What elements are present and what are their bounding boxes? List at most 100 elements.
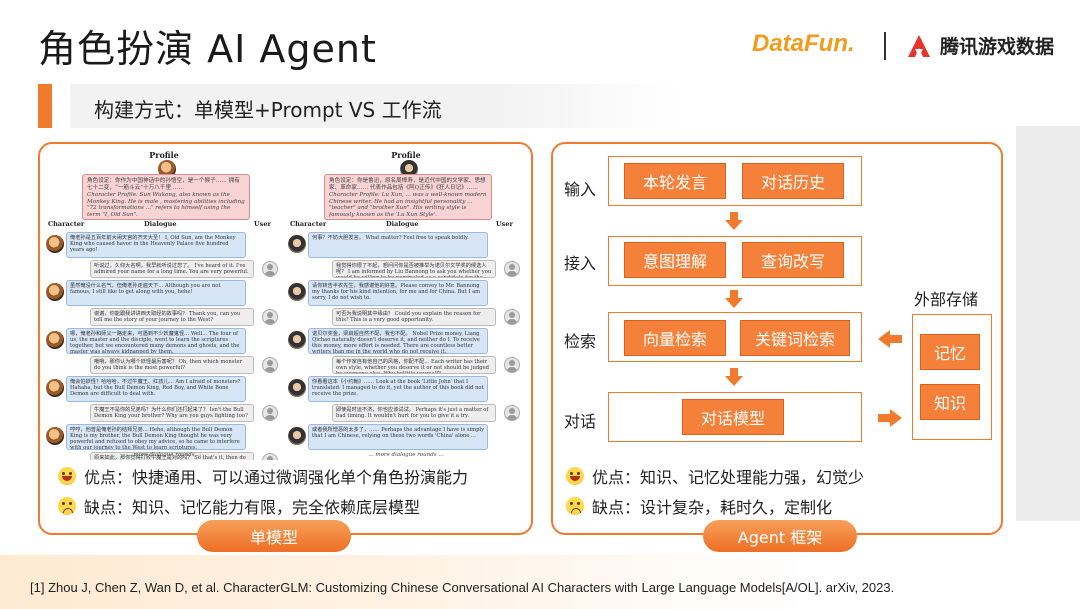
tencent-games-logo: 腾讯游戏数据 xyxy=(906,32,1054,59)
dialogue-row-character: 俺会怕妖怪？哈哈哈，不过牛魔王、红孩儿… Am I afraid of mons… xyxy=(44,376,284,402)
stage-label-input: 输入 xyxy=(564,180,597,199)
box-memory: 记忆 xyxy=(920,334,980,370)
dialogue-row-character: 你看看这本《小约翰》…… Look at the book 'Little Jo… xyxy=(286,376,526,402)
profile-en: Character Profile: Sun Wukong, also know… xyxy=(87,192,245,218)
more-dialogue: ... more dialogue rounds ... xyxy=(126,452,202,458)
user-header: User xyxy=(496,220,513,228)
agent-cons: 缺点：设计复杂，耗时久，定制化 xyxy=(566,494,832,518)
tencent-mark-icon xyxy=(908,34,930,57)
dialogue-row-user: 即使是时运不济，你也应该试试。 Perhaps it's just a matt… xyxy=(286,404,526,422)
box-query-rewrite: 查询改写 xyxy=(742,242,844,278)
cons-text: 缺点：知识、记忆能力有限，完全依赖底层模型 xyxy=(84,498,421,517)
character-bubble: 诺贝尔奖金，梁启超自然不配，我也不配。 Nobel Prize money, L… xyxy=(308,328,488,354)
box-current-utterance: 本轮发言 xyxy=(624,163,726,199)
box-keyword-retrieval: 关键词检索 xyxy=(740,320,850,356)
smile-emoji-icon xyxy=(566,467,584,485)
logo-divider xyxy=(884,32,886,60)
character-bubble: 嗯，俺老孙和师父一路走来，可遇到不少妖魔鬼怪… Well... The four… xyxy=(66,328,246,354)
stage-label-dialogue: 对话 xyxy=(564,412,597,431)
character-bubble: 你看看这本《小约翰》…… Look at the book 'Little Jo… xyxy=(308,376,488,402)
frown-emoji-icon xyxy=(58,497,76,515)
character-avatar xyxy=(46,235,64,253)
slide-title: 角色扮演 AI Agent xyxy=(38,27,377,71)
single-model-pros: 优点：快捷通用、可以通过微调强化单个角色扮演能力 xyxy=(58,464,468,488)
smile-emoji-icon xyxy=(58,467,76,485)
down-arrow-icon xyxy=(725,212,743,230)
character-avatar xyxy=(288,427,306,445)
box-intent-understanding: 意图理解 xyxy=(624,242,726,278)
pros-text: 优点：快捷通用、可以通过微调强化单个角色扮演能力 xyxy=(84,468,469,487)
cons-text: 缺点：设计复杂，耗时久，定制化 xyxy=(592,498,833,517)
pros-text: 优点：知识、记忆处理能力强，幻觉少 xyxy=(592,468,865,487)
profile-avatar xyxy=(158,160,176,178)
user-avatar-icon xyxy=(504,309,520,325)
box-vector-retrieval: 向量检索 xyxy=(624,320,726,356)
profile-cn: 角色设定：你作为中国神话中的孙悟空，是一个猴子…… 拥有七十二变，“一筋斗云”十… xyxy=(87,178,240,191)
user-bubble: 谢谢，你能跟我讲讲西天取经的故事吗？ Thank you, can you te… xyxy=(90,308,254,326)
character-bubble: 请你转告半农先生，我感谢他的好意。Please convey to Mr. Ba… xyxy=(308,280,488,306)
user-bubble: 即使是时运不济，你也应该试试。 Perhaps it's just a matt… xyxy=(332,404,496,422)
character-avatar xyxy=(288,283,306,301)
character-bubble: 俺老孙是五百年前大闹天宫的齐天大圣！ I, Old Sun, am the Mo… xyxy=(66,232,246,258)
user-avatar-icon xyxy=(262,405,278,421)
dialogue-header: Dialogue xyxy=(144,220,177,228)
charactergLM-figure: Profile 角色设定：你作为中国神话中的孙悟空，是一个猴子…… 拥有七十二变… xyxy=(44,148,526,460)
character-avatar xyxy=(46,379,64,397)
single-model-label: 单模型 xyxy=(197,520,351,552)
dialogue-header: Dialogue xyxy=(386,220,419,228)
dialogue-row-character: 哼哼，他曾是俺老孙的结拜兄弟… Hehe, although the Bull … xyxy=(44,424,284,450)
user-avatar-icon xyxy=(504,261,520,277)
external-storage-title: 外部存储 xyxy=(914,290,979,309)
character-header: Character xyxy=(290,220,327,228)
agent-pros: 优点：知识、记忆处理能力强，幻觉少 xyxy=(566,464,864,488)
single-model-cons: 缺点：知识、记忆能力有限，完全依赖底层模型 xyxy=(58,494,420,518)
character-bubble: 哼哼，他曾是俺老孙的结拜兄弟… Hehe, although the Bull … xyxy=(66,424,246,450)
datafun-logo: DataFun. xyxy=(752,30,855,57)
figure-headers: Character Dialogue User xyxy=(286,220,526,230)
stage-label-access: 接入 xyxy=(564,254,597,273)
slide-subtitle: 构建方式：单模型+Prompt VS 工作流 xyxy=(94,98,442,122)
subtitle-band xyxy=(70,84,680,128)
dialogue-row-user: 听说过，久仰大名啊，我早就听说过您了。 I've heard of it. I'… xyxy=(44,260,284,278)
character-bubble: 虽然俺没什么名气，但俺老孙走遍天下… Although you are not … xyxy=(66,280,246,306)
user-bubble: 可否为我说明其中缘由？ Could you explain the reason… xyxy=(332,308,496,326)
dialogue-row-character: 嗯，俺老孙和师父一路走来，可遇到不少妖魔鬼怪… Well... The four… xyxy=(44,328,284,354)
profile-box: 角色设定：你是鲁迅，原名周樟寿，是近代中国的文学家、思想家、革命家…… 代表作品… xyxy=(324,174,492,220)
profile-avatar xyxy=(400,160,418,178)
character-avatar xyxy=(46,283,64,301)
user-bubble: 我觉得你很了不起，想问问你是否被推举为诺贝尔文学奖的候选人呢？ I am inf… xyxy=(332,260,496,278)
user-avatar-icon xyxy=(262,357,278,373)
side-strip xyxy=(1016,126,1080,521)
character-avatar xyxy=(288,235,306,253)
box-knowledge: 知识 xyxy=(920,384,980,420)
user-avatar-icon xyxy=(504,357,520,373)
user-avatar-icon xyxy=(262,309,278,325)
figure-headers: Character Dialogue User xyxy=(44,220,284,230)
dialogue-row-user: 谢谢，你能跟我讲讲西天取经的故事吗？ Thank you, can you te… xyxy=(44,308,284,326)
box-dialogue-model: 对话模型 xyxy=(682,399,784,435)
profile-cn: 角色设定：你是鲁迅，原名周樟寿，是近代中国的文学家、思想家、革命家…… 代表作品… xyxy=(329,178,486,191)
dialogue-row-user: 哦哦，那你认为哪个妖怪最厉害呢？ Oh, then which monster … xyxy=(44,356,284,374)
user-bubble: 听说过，久仰大名啊，我早就听说过您了。 I've heard of it. I'… xyxy=(90,260,254,278)
character-bubble: 或者我所憎恶的太多了，…… Perhaps the advantage I ha… xyxy=(308,424,488,450)
dialogue-row-user: 牛魔王不是你的兄弟吗？为什么你们还打起来了？ Isn't the Bull De… xyxy=(44,404,284,422)
character-avatar xyxy=(288,331,306,349)
profile-box: 角色设定：你作为中国神话中的孙悟空，是一个猴子…… 拥有七十二变，“一筋斗云”十… xyxy=(82,174,250,220)
user-bubble: 牛魔王不是你的兄弟吗？为什么你们还打起来了？ Isn't the Bull De… xyxy=(90,404,254,422)
dialogue-row-user: 每个作家自有他自己的风格，你配不配… Each writer has their… xyxy=(286,356,526,374)
profile-heading: Profile xyxy=(149,150,179,160)
character-avatar xyxy=(288,379,306,397)
left-arrow-icon xyxy=(878,330,902,348)
user-bubble: 原来如此，那你觉得打败牛魔王是对的吗？ So that's it, then d… xyxy=(90,452,254,460)
dialogue-row-character: 俺老孙是五百年前大闹天宫的齐天大圣！ I, Old Sun, am the Mo… xyxy=(44,232,284,258)
character-avatar xyxy=(46,331,64,349)
character-bubble: 俺会怕妖怪？哈哈哈，不过牛魔王、红孩儿… Am I afraid of mons… xyxy=(66,376,246,402)
figure-column-luxun: Profile 角色设定：你是鲁迅，原名周樟寿，是近代中国的文学家、思想家、革命… xyxy=(286,148,526,460)
character-avatar xyxy=(46,427,64,445)
subtitle-accent-bar xyxy=(38,84,52,128)
dialogue-row-character: 请你转告半农先生，我感谢他的好意。Please convey to Mr. Ba… xyxy=(286,280,526,306)
tencent-logo-text: 腾讯游戏数据 xyxy=(940,36,1055,58)
figure-column-sunwukong: Profile 角色设定：你作为中国神话中的孙悟空，是一个猴子…… 拥有七十二变… xyxy=(44,148,284,460)
agent-framework-label: Agent 框架 xyxy=(703,520,857,552)
down-arrow-icon xyxy=(725,290,743,308)
